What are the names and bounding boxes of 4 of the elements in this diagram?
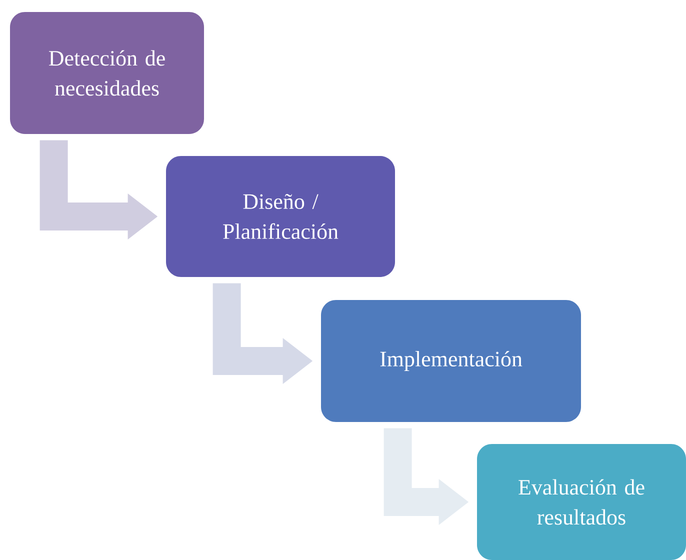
process-box: Diseño / Planificación [166,156,395,277]
process-box: Implementación [321,300,581,422]
process-box: Evaluación de resultados [477,444,686,560]
process-box: Detección de necesidades [10,12,204,134]
